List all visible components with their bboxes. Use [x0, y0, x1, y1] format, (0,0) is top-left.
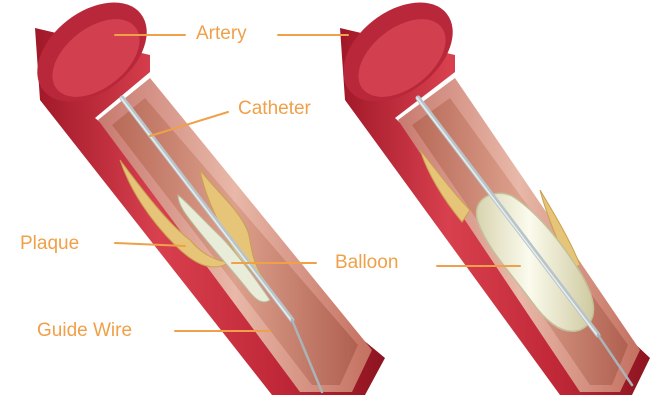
label-guide-wire: Guide Wire [37, 320, 132, 342]
vessel-after-inflation [325, 0, 650, 395]
label-plaque: Plaque [20, 233, 79, 255]
label-catheter: Catheter [238, 98, 311, 120]
label-balloon: Balloon [335, 252, 398, 274]
label-artery: Artery [196, 23, 247, 45]
